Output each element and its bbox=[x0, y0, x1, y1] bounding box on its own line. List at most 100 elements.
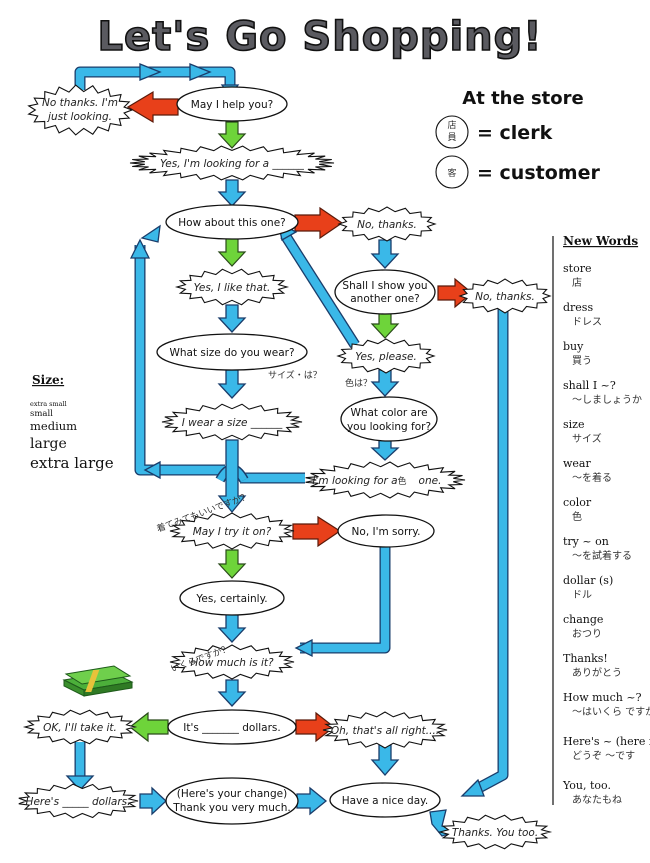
node-no-thanks-1: No, thanks. bbox=[337, 206, 437, 242]
clerk-label: = clerk bbox=[477, 122, 553, 144]
arrow-green-left-1 bbox=[129, 711, 169, 743]
new-word-en-13: You, too. bbox=[562, 779, 611, 792]
node-yes-looking-for-text: Yes, I'm looking for a ______ bbox=[160, 158, 305, 170]
node-what-color: What color are you looking for? bbox=[340, 396, 438, 442]
size-item-1: small bbox=[30, 409, 53, 419]
yes-please-note: 色は？ bbox=[345, 377, 372, 389]
new-word-jp-13: あなたもね bbox=[572, 794, 622, 806]
arrow-red-left-1 bbox=[126, 90, 179, 124]
node-what-size-text: What size do you wear? bbox=[169, 347, 294, 359]
node-no-thanks-1-text: No, thanks. bbox=[357, 219, 417, 231]
new-word-jp-4: サイズ bbox=[572, 432, 602, 445]
clerk-kanji-2: 員 bbox=[447, 132, 456, 143]
new-word-jp-11: ～はいくら ですか bbox=[572, 706, 650, 718]
node-wear-size: I wear a size ______ bbox=[161, 403, 303, 441]
store-heading: At the store bbox=[462, 88, 583, 109]
node-no-thanks-2-text: No, thanks. bbox=[475, 291, 535, 303]
node-looking-color: I'm looking for a 色 one. bbox=[305, 461, 466, 499]
new-word-jp-0: 店 bbox=[572, 276, 582, 289]
node-thanks-you-too-text: Thanks. You too. bbox=[452, 827, 538, 839]
node-no-thanks-looking: No thanks. I'm just looking. bbox=[27, 84, 134, 136]
burst-outline bbox=[18, 783, 139, 819]
node-ok-take: OK, I'll take it. bbox=[22, 709, 138, 745]
new-word-en-8: dollar (s) bbox=[563, 574, 613, 587]
arrow-blue-right-1 bbox=[139, 786, 167, 816]
arrow-top-mid bbox=[139, 63, 162, 81]
arrow-blue-into-niceday bbox=[460, 778, 485, 797]
new-word-en-2: buy bbox=[563, 340, 584, 353]
node-yes-please-text: Yes, please. bbox=[355, 351, 417, 363]
node-shall-show-text-1: Shall I show you bbox=[342, 280, 427, 292]
burst-outline bbox=[161, 403, 303, 441]
node-its-dollars: It's _______ dollars. bbox=[167, 709, 297, 745]
clerk-kanji-1: 店 bbox=[447, 119, 456, 131]
size-box: Size: extra small small medium large ext… bbox=[30, 373, 114, 472]
new-word-jp-10: ありがとう bbox=[572, 666, 622, 679]
arrow-blue-down-11 bbox=[370, 744, 400, 776]
node-wear-size-text: I wear a size ______ bbox=[182, 417, 283, 429]
arrow-blue-left-2 bbox=[294, 638, 313, 658]
node-try-on: May I try it on? bbox=[169, 512, 295, 550]
node-no-thanks-looking-text-1: No thanks. I'm bbox=[42, 97, 118, 109]
burst-outline bbox=[337, 206, 437, 242]
burst-outline bbox=[174, 268, 290, 306]
node-no-thanks-looking-text-2: just looking. bbox=[46, 111, 112, 123]
arrow-blue-down-2 bbox=[370, 239, 400, 269]
new-word-jp-1: ドレス bbox=[572, 317, 602, 328]
node-thats-alright-text: Oh, that's all right.... bbox=[331, 725, 439, 737]
node-looking-color-pre: I'm looking for a bbox=[312, 475, 397, 487]
burst-outline bbox=[458, 278, 552, 314]
node-no-thanks-2: No, thanks. bbox=[458, 278, 552, 314]
arrow-red-right-2 bbox=[437, 277, 473, 309]
node-what-color-text-2: you looking for? bbox=[347, 421, 431, 433]
node-may-i-help-text: May I help you? bbox=[191, 99, 273, 111]
clerk-nodes: May I help you? How about this one? Shal… bbox=[156, 86, 441, 825]
node-yes-please: Yes, please. bbox=[336, 338, 436, 374]
burst-outline bbox=[336, 338, 436, 374]
node-try-on-text: May I try it on? bbox=[193, 526, 272, 538]
node-yes-i-like: Yes, I like that. bbox=[174, 268, 290, 306]
node-how-about: How about this one? bbox=[165, 204, 299, 240]
node-may-i-help: May I help you? bbox=[176, 86, 288, 122]
new-word-en-9: change bbox=[563, 613, 603, 626]
node-nice-day-text: Have a nice day. bbox=[342, 795, 428, 807]
arrow-red-right-4 bbox=[295, 711, 335, 743]
new-word-jp-9: おつり bbox=[572, 628, 602, 640]
burst-outline bbox=[437, 814, 553, 850]
size-item-3: large bbox=[30, 436, 67, 452]
node-change: (Here's your change) Thank you very much… bbox=[165, 777, 299, 825]
size-heading: Size: bbox=[32, 373, 64, 387]
arrow-blue-down-3 bbox=[217, 304, 247, 333]
size-item-0: extra small bbox=[30, 400, 67, 408]
node-how-about-text: How about this one? bbox=[178, 217, 286, 229]
node-no-sorry-text: No, I'm sorry. bbox=[352, 526, 421, 538]
new-word-en-1: dress bbox=[563, 301, 593, 314]
new-word-jp-5: ～を着る bbox=[572, 471, 612, 484]
connector-pipes bbox=[74, 66, 509, 780]
new-word-jp-6: 色 bbox=[572, 510, 582, 523]
new-word-en-7: try ~ on bbox=[563, 535, 609, 548]
arrow-blue-right-2 bbox=[296, 786, 328, 816]
node-thats-alright: Oh, that's all right.... bbox=[322, 711, 448, 749]
customer-kanji: 客 bbox=[447, 167, 456, 179]
new-word-en-3: shall I ~? bbox=[563, 379, 616, 392]
node-ok-take-text: OK, I'll take it. bbox=[43, 722, 117, 734]
node-yes-certainly-text: Yes, certainly. bbox=[195, 593, 267, 605]
arrow-top-right bbox=[189, 63, 212, 81]
node-nice-day: Have a nice day. bbox=[329, 782, 441, 818]
arrow-green-down-1 bbox=[217, 121, 247, 149]
arrow-blue-down-8 bbox=[217, 613, 247, 643]
node-looking-color-post: one. bbox=[419, 475, 442, 487]
new-word-jp-3: ～しましょうか bbox=[572, 394, 642, 406]
customer-nodes: No thanks. I'm just looking. Yes, I'm lo… bbox=[18, 84, 553, 850]
arrow-blue-down-9 bbox=[217, 679, 247, 707]
node-shall-show-text-2: another one? bbox=[350, 293, 420, 305]
new-word-jp-7: ～を試着する bbox=[572, 549, 632, 562]
burst-outline bbox=[322, 711, 448, 749]
arrow-red-right-3 bbox=[292, 515, 342, 548]
arrow-blue-left-1 bbox=[143, 460, 161, 480]
arrow-blue-down-4 bbox=[217, 369, 247, 399]
new-words-heading: New Words bbox=[563, 234, 638, 248]
node-no-sorry: No, I'm sorry. bbox=[337, 514, 435, 548]
